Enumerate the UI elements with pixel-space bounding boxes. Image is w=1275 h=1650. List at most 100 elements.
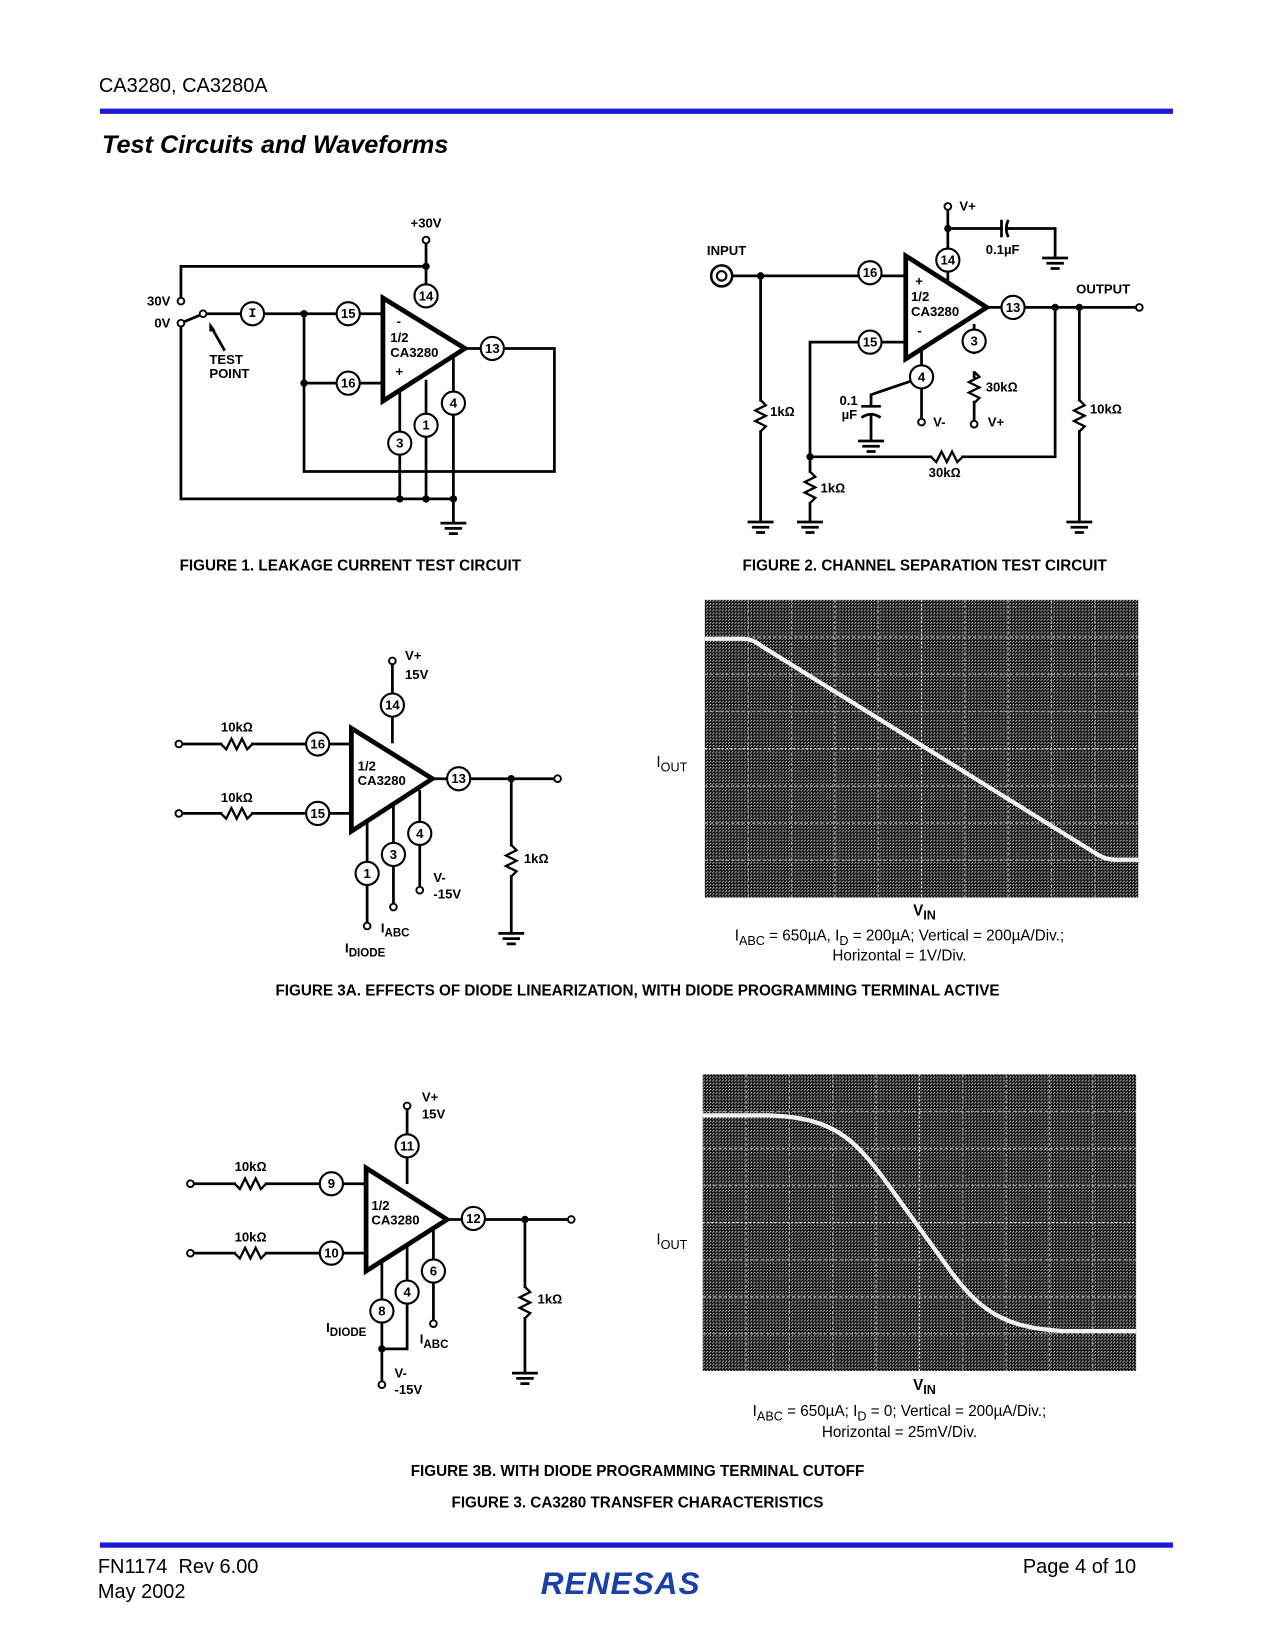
- figure-3a-oscilloscope-trace: IOUT VIN IABC = 650µA, ID = 200µA; Verti…: [656, 599, 1139, 965]
- figure-2-caption: FIGURE 2. CHANNEL SEPARATION TEST CIRCUI…: [743, 557, 1108, 574]
- test-point-label: TEST: [209, 352, 243, 367]
- meter-icon: I: [239, 301, 266, 327]
- pin-11: 11: [394, 1133, 420, 1159]
- svg-text:1: 1: [363, 866, 370, 881]
- resistor-icon: [517, 1286, 533, 1320]
- figure-3b-oscilloscope-trace: IOUT VIN IABC = 650µA; ID = 0; Vertical …: [656, 1074, 1137, 1441]
- figure-3a-caption: FIGURE 3A. EFFECTS OF DIODE LINEARIZATIO…: [275, 982, 999, 999]
- figure-3b-caption: FIGURE 3B. WITH DIODE PROGRAMMING TERMIN…: [411, 1463, 865, 1480]
- scope-graticule: [704, 599, 1139, 898]
- vplus-label: V+: [422, 1090, 439, 1105]
- noninverting-sign: +: [915, 273, 923, 288]
- resistor-icon: [233, 1245, 267, 1262]
- pin-14: 14: [935, 247, 961, 273]
- idiode-label: IDIODE: [326, 1320, 367, 1339]
- pin-3: 3: [387, 430, 413, 456]
- resistor-icon: [220, 805, 254, 822]
- svg-text:6: 6: [430, 1264, 437, 1279]
- pin-3: 3: [380, 841, 407, 868]
- y-axis-label: IOUT: [656, 1232, 687, 1252]
- pin-6: 6: [420, 1258, 447, 1284]
- amp-part-label: CA3280: [911, 304, 959, 319]
- pin-13: 13: [446, 766, 472, 792]
- resistor-label: 10kΩ: [235, 1159, 267, 1174]
- input-connector-icon: [709, 264, 734, 288]
- section-title: Test Circuits and Waveforms: [102, 131, 448, 159]
- figure-2-channel-separation-circuit: V+ 0.1µF INPUT OUTPUT 1kΩ 1kΩ 30kΩ 10kΩ …: [707, 199, 1144, 534]
- svg-text:3: 3: [970, 334, 977, 349]
- vplus-value: 15V: [422, 1107, 446, 1122]
- inverting-sign: -: [917, 323, 921, 338]
- resistor-label: 10kΩ: [221, 719, 253, 734]
- svg-text:16: 16: [310, 736, 325, 751]
- supply-label: +30V: [411, 215, 442, 230]
- svg-text:13: 13: [1006, 300, 1021, 315]
- vminus-label: V-: [394, 1365, 406, 1380]
- svg-text:14: 14: [941, 253, 956, 268]
- svg-text:10: 10: [324, 1246, 339, 1261]
- iabc-label: IABC: [381, 920, 410, 939]
- figure-3b-circuit: V+ 15V 10kΩ 10kΩ 1kΩ 1/2 CA3280 V- -15V …: [186, 1090, 576, 1397]
- pin-15: 15: [335, 301, 361, 327]
- transfer-curve: [702, 1113, 1137, 1334]
- svg-text:11: 11: [400, 1138, 414, 1153]
- pin-10: 10: [318, 1240, 344, 1266]
- svg-text:12: 12: [466, 1211, 481, 1226]
- ground-icon: [797, 520, 823, 534]
- pin-15: 15: [305, 800, 331, 827]
- ground-icon: [747, 520, 774, 534]
- ground-icon: [1066, 520, 1093, 534]
- resistor-icon: [802, 470, 818, 504]
- amp-part-label: CA3280: [390, 345, 438, 360]
- svg-text:15: 15: [310, 806, 325, 821]
- resistor-label: 30kΩ: [986, 380, 1018, 395]
- transfer-curve: [704, 636, 1139, 862]
- test-point-arrow: [209, 325, 226, 352]
- pin-14: 14: [379, 692, 406, 718]
- svg-text:4: 4: [918, 369, 926, 384]
- figure-1-leakage-circuit: +30V 30V 0V TEST POINT I - 1/2 CA3280 + …: [147, 215, 556, 535]
- input-label: INPUT: [707, 243, 746, 258]
- resistor-label: 1kΩ: [538, 1292, 563, 1307]
- svg-text:4: 4: [416, 826, 424, 841]
- svg-text:14: 14: [419, 288, 434, 303]
- scope-settings-note: IABC = 650µA, ID = 200µA; Vertical = 200…: [735, 928, 1064, 948]
- svg-text:8: 8: [378, 1304, 385, 1319]
- resistor-icon: [930, 448, 964, 465]
- resistor-icon: [1071, 399, 1088, 433]
- resistor-icon: [966, 370, 982, 404]
- pin-13: 13: [479, 335, 505, 362]
- cap-label: µF: [842, 407, 858, 422]
- resistor-icon: [233, 1175, 267, 1192]
- vminus-label: V-: [933, 414, 945, 429]
- vplus-label: V+: [959, 199, 976, 214]
- pin-3: 3: [961, 328, 987, 354]
- resistor-label: 10kΩ: [235, 1230, 267, 1245]
- pin-4: 4: [394, 1279, 420, 1305]
- amp-label: 1/2: [358, 758, 376, 773]
- svg-text:3: 3: [390, 847, 397, 862]
- amp-label: 1/2: [390, 330, 408, 345]
- pin-16: 16: [857, 260, 883, 286]
- footer-rule: [99, 1542, 1173, 1548]
- figure-1-caption: FIGURE 1. LEAKAGE CURRENT TEST CIRCUIT: [180, 557, 522, 574]
- idiode-label: IDIODE: [345, 940, 386, 959]
- figure-3a-circuit: V+ 15V 10kΩ 10kΩ 1kΩ 1/2 CA3280 V- -15V …: [174, 648, 562, 959]
- vminus-value: -15V: [433, 887, 461, 902]
- ground-icon: [1042, 256, 1069, 270]
- amp-label: 1/2: [371, 1198, 389, 1213]
- resistor-label: 10kΩ: [1090, 402, 1122, 417]
- vplus-label: V+: [988, 414, 1005, 429]
- switch-30v-label: 30V: [147, 293, 171, 308]
- pin-1: 1: [413, 412, 439, 438]
- svg-text:16: 16: [863, 265, 878, 280]
- svg-text:4: 4: [403, 1285, 411, 1300]
- amp-label: 1/2: [911, 289, 929, 304]
- svg-text:16: 16: [341, 376, 356, 391]
- resistor-icon: [503, 844, 520, 878]
- pin-12: 12: [460, 1205, 487, 1232]
- doc-id: FN1174 Rev 6.00: [98, 1556, 259, 1578]
- svg-text:15: 15: [863, 335, 878, 350]
- figure-3-caption: FIGURE 3. CA3280 TRANSFER CHARACTERISTIC…: [452, 1495, 824, 1512]
- inverting-sign: -: [397, 313, 401, 328]
